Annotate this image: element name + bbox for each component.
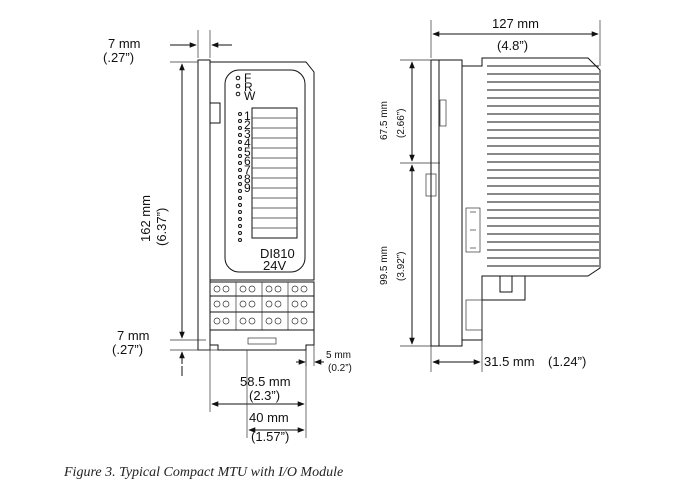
dim-base-width: 58.5 mm (2.3”)	[209, 345, 307, 412]
terminal-screws	[213, 285, 308, 325]
led-column	[235, 75, 242, 242]
terminal-block	[209, 281, 315, 331]
led-number-9: 9	[244, 181, 251, 195]
label-strip-rows	[252, 117, 297, 229]
dim-base-depth: 31.5 mm (1.24”)	[430, 340, 586, 372]
dim-module-width-mm: 40 mm	[249, 410, 289, 425]
dim-module-width-in: (1.57”)	[251, 429, 289, 444]
module-name: DI810	[260, 246, 295, 261]
dim-base-width-mm: 58.5 mm	[240, 374, 291, 389]
dim-bottom-offset-mm: 7 mm	[117, 328, 150, 343]
led-number-2: 2	[244, 118, 251, 132]
led-number-6: 6	[244, 154, 251, 168]
dim-foot-mm: 5 mm	[326, 350, 351, 361]
cooling-fins	[487, 65, 599, 267]
dim-depth-mm: 127 mm	[492, 16, 539, 31]
dim-depth-in: (4.8”)	[497, 38, 528, 53]
dim-upper-in: (2.66”)	[396, 109, 407, 138]
figure-caption: Figure 3. Typical Compact MTU with I/O M…	[63, 465, 343, 480]
dim-bottom-offset: 7 mm (.27”)	[112, 328, 218, 376]
dim-top-offset: 7 mm (.27”)	[103, 30, 232, 65]
dim-upper: 67.5 mm (2.66”)	[379, 59, 440, 164]
side-view: 127 mm (4.8”) 67.5 mm (2.66”) 99.5 mm (3…	[379, 16, 601, 372]
dim-lower-mm: 99.5 mm	[379, 246, 390, 285]
led-number-1: 1	[244, 109, 251, 123]
dim-base-width-in: (2.3”)	[249, 388, 280, 403]
dim-module-width: 40 mm (1.57”)	[246, 350, 307, 444]
module-voltage: 24V	[263, 258, 286, 273]
led-label-f: F	[244, 71, 251, 85]
led-number-5: 5	[244, 145, 251, 159]
led-label-r: R	[244, 80, 253, 94]
dim-lower: 99.5 mm (3.92”)	[379, 164, 431, 347]
led-label-w: W	[244, 89, 256, 103]
dim-height-mm: 162 mm	[138, 195, 153, 242]
dim-height: 162 mm (6.37”)	[138, 61, 206, 341]
dim-lower-in: (3.92”)	[396, 252, 407, 281]
dim-bottom-offset-in: (.27”)	[112, 342, 143, 357]
front-view: F R W 1 2 3 4 5 6 7 8 9 DI810 24V	[103, 30, 352, 444]
led-number-3: 3	[244, 127, 251, 141]
dim-foot-in: (0.2”)	[328, 363, 352, 374]
led-number-8: 8	[244, 172, 251, 186]
dim-base-depth-mm: 31.5 mm	[484, 354, 535, 369]
led-number-4: 4	[244, 136, 251, 150]
dim-top-offset-in: (.27”)	[103, 50, 134, 65]
dim-upper-mm: 67.5 mm	[379, 101, 390, 140]
dim-top-offset-mm: 7 mm	[108, 36, 141, 51]
led-number-7: 7	[244, 163, 251, 177]
dim-height-in: (6.37”)	[154, 208, 169, 246]
dim-foot: 5 mm (0.2”)	[296, 345, 352, 374]
dim-base-depth-in: (1.24”)	[548, 354, 586, 369]
dim-depth: 127 mm (4.8”)	[430, 16, 601, 66]
